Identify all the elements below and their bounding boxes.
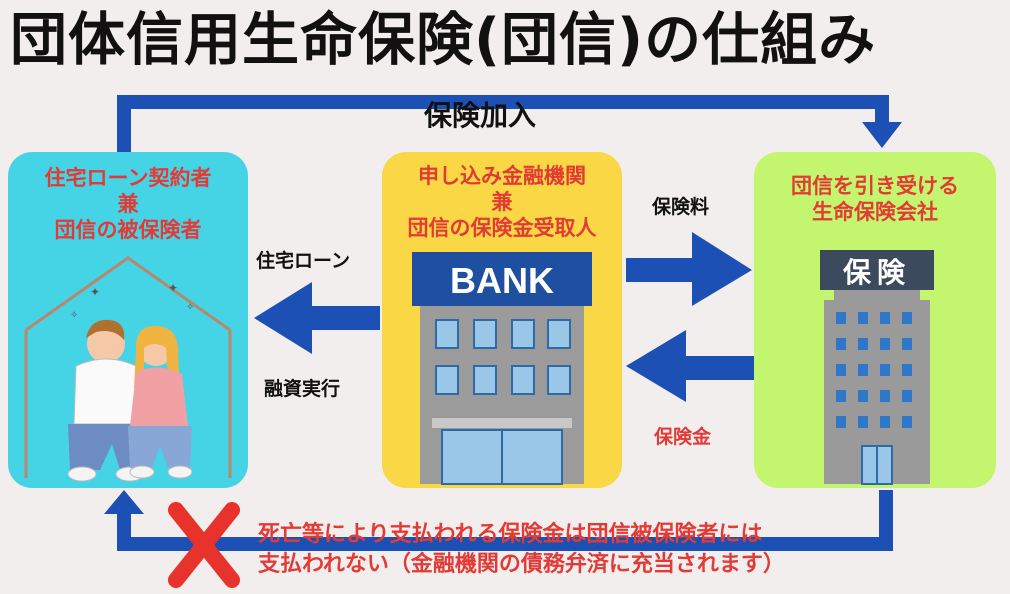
enrollment-label: 保険加入 bbox=[424, 99, 537, 132]
page-title: 団体信用生命保険(団信)の仕組み bbox=[10, 7, 877, 73]
housing-loan-label: 住宅ローン bbox=[256, 250, 351, 272]
bank-title-1: 申し込み金融機関 bbox=[418, 164, 586, 188]
bank-sign: BANK bbox=[450, 260, 554, 301]
borrower-title-1: 住宅ローン契約者 bbox=[44, 166, 212, 190]
borrower-panel: 住宅ローン契約者 兼 団信の被保険者 ✦ ✦ ✧ ✧ bbox=[8, 152, 248, 488]
svg-text:✦: ✦ bbox=[90, 285, 100, 299]
borrower-title-3: 団信の被保険者 bbox=[54, 218, 202, 242]
premium-arrow-head bbox=[692, 232, 752, 306]
payout-arrow-shaft bbox=[682, 356, 754, 380]
bank-title-2: 兼 bbox=[491, 190, 513, 214]
payout-arrow-head bbox=[626, 330, 686, 402]
svg-text:✦: ✦ bbox=[168, 281, 178, 295]
bank-panel: 申し込み金融機関 兼 団信の保険金受取人 BANK bbox=[382, 152, 622, 488]
loan-exec-label: 融資実行 bbox=[264, 378, 341, 400]
insurer-sign: 保険 bbox=[843, 256, 911, 289]
premium-label: 保険料 bbox=[652, 196, 710, 218]
note-line-2: 支払われない（金融機関の債務弁済に充当されます） bbox=[258, 552, 785, 577]
premium-arrow-shaft bbox=[626, 258, 696, 282]
svg-text:✧: ✧ bbox=[186, 302, 194, 313]
note-line-1: 死亡等により支払われる保険金は団信被保険者には bbox=[258, 522, 763, 547]
bank-building-illustration: BANK bbox=[412, 252, 592, 485]
insurer-title-2: 生命保険会社 bbox=[812, 200, 938, 224]
insurance-money-label: 保険金 bbox=[654, 426, 712, 448]
insurer-title-1: 団信を引き受ける bbox=[791, 174, 959, 198]
bank-title-3: 団信の保険金受取人 bbox=[407, 216, 597, 240]
cross-icon bbox=[168, 502, 240, 588]
insurer-panel: 団信を引き受ける 生命保険会社 保険 bbox=[754, 152, 996, 488]
enrollment-arrowhead bbox=[862, 122, 902, 148]
couple-illustration: ✦ ✦ ✧ ✧ bbox=[24, 256, 232, 482]
bottom-arrowhead bbox=[104, 490, 144, 514]
svg-text:✧: ✧ bbox=[70, 310, 78, 321]
borrower-title-2: 兼 bbox=[117, 192, 139, 216]
bottom-arrow bbox=[117, 490, 893, 551]
loan-arrow-shaft bbox=[308, 306, 380, 330]
enrollment-arrow bbox=[117, 95, 889, 152]
insurance-building-illustration: 保険 bbox=[820, 250, 934, 485]
loan-arrow-head bbox=[254, 282, 312, 354]
